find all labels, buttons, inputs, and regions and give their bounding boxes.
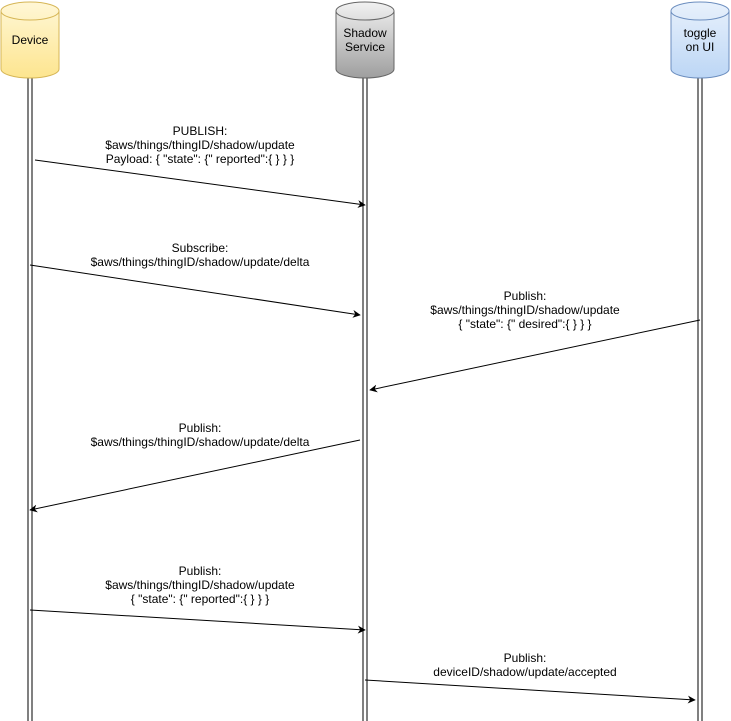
- lifeline-toggle-ui: [697, 78, 703, 721]
- actor-device: Device: [0, 1, 60, 79]
- actor-label: toggle: [684, 26, 717, 40]
- cylinder-shape: [0, 1, 60, 79]
- actor-label: on UI: [686, 40, 715, 54]
- message-arrow: [364, 679, 696, 704]
- message-6: Publish:deviceID/shadow/update/accepted: [364, 651, 696, 704]
- message-label: $aws/things/thingID/shadow/update: [105, 138, 295, 152]
- message-2: Subscribe:$aws/things/thingID/shadow/upd…: [29, 241, 361, 318]
- message-arrow: [34, 159, 366, 208]
- message-label: deviceID/shadow/update/accepted: [433, 665, 616, 679]
- actor-label: Service: [345, 40, 385, 54]
- message-label: PUBLISH:: [173, 124, 228, 138]
- message-1: PUBLISH:$aws/things/thingID/shadow/updat…: [34, 124, 366, 208]
- message-label: { "state": {" desired":{ } } }: [458, 317, 591, 331]
- message-label: Publish:: [504, 289, 547, 303]
- message-label: $aws/things/thingID/shadow/update/delta: [91, 255, 310, 269]
- message-3: Publish:$aws/things/thingID/shadow/updat…: [369, 289, 701, 393]
- message-label: $aws/things/thingID/shadow/update/delta: [91, 435, 310, 449]
- message-label: Subscribe:: [172, 241, 229, 255]
- message-label: $aws/things/thingID/shadow/update: [105, 578, 295, 592]
- message-arrow: [29, 264, 361, 318]
- message-label: Payload: { "state": {" reported":{ } } }: [106, 152, 295, 166]
- lifeline-device: [27, 78, 33, 721]
- message-label: Publish:: [504, 651, 547, 665]
- message-arrow: [369, 319, 701, 393]
- message-arrow: [29, 439, 361, 513]
- lifeline-shadow-service: [362, 78, 368, 721]
- cylinder-shape: [335, 1, 395, 79]
- actor-label: Device: [12, 33, 49, 47]
- message-label: $aws/things/thingID/shadow/update: [430, 303, 620, 317]
- actor-label: Shadow: [343, 26, 387, 40]
- message-4: Publish:$aws/things/thingID/shadow/updat…: [29, 421, 361, 513]
- message-label: Publish:: [179, 421, 222, 435]
- cylinder-shape: [670, 1, 730, 79]
- message-label: Publish:: [179, 564, 222, 578]
- message-arrow: [29, 609, 366, 634]
- message-label: { "state": {" reported":{ } } }: [131, 592, 269, 606]
- message-5: Publish:$aws/things/thingID/shadow/updat…: [29, 564, 366, 634]
